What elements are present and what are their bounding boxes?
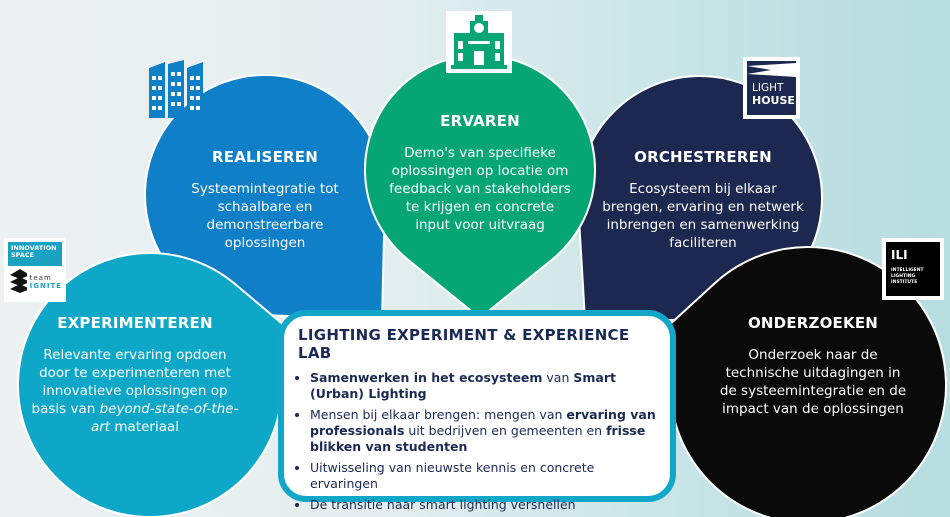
drop-realiseren: REALISEREN Systeemintegratie tot schaalb…: [165, 148, 365, 252]
lab-item: Samenwerken in het ecosysteem van Smart …: [310, 370, 658, 402]
ili-logo: ILI INTELLIGENT LIGHTING INSTITUTE: [882, 238, 944, 300]
drop-experimenteren: EXPERIMENTEREN Relevante ervaring opdoen…: [30, 314, 240, 436]
drop-shape-onderzoeken: [653, 246, 947, 517]
lab-item-text: Uitwisseling van nieuwste kennis en conc…: [310, 460, 595, 491]
lighthouse-line1: LIGHT: [752, 82, 784, 94]
drop-ervaren: ERVAREN Demo's van specifieke oplossinge…: [388, 112, 572, 234]
realiseren-title: REALISEREN: [212, 148, 318, 166]
drop-orchestreren: ORCHESTREREN Ecosysteem bij elkaar breng…: [598, 148, 808, 252]
ili-line2: LIGHTING: [891, 274, 916, 279]
lighthouse-beam-icon: [747, 63, 796, 77]
innovation-line2: SPACE: [11, 251, 35, 259]
lab-item-text: Mensen bij elkaar brengen: mengen van: [310, 407, 567, 422]
drop-shape-experimenteren: [17, 252, 294, 517]
onderzoeken-text: Onderzoek naar de technische uitdagingen…: [719, 347, 907, 417]
experimenteren-text: Relevante ervaring opdoen door te experi…: [30, 346, 240, 436]
team-text: team: [29, 274, 52, 282]
lab-item: De transitie naar smart lighting versnel…: [310, 497, 658, 513]
experimenteren-text-em: beyond-state-of-the-art: [90, 401, 239, 435]
ignite-text: IGNITE: [29, 282, 62, 290]
lab-item: Mensen bij elkaar brengen: mengen van er…: [310, 407, 658, 455]
lab-item-bold: Samenwerken in het ecosysteem: [310, 370, 543, 385]
lab-item-bold: ervaring van professionals: [310, 407, 656, 438]
ili-line1: INTELLIGENT: [891, 268, 924, 273]
ervaren-text: Demo's van specifieke oplossingen op loc…: [389, 145, 571, 233]
ili-line3: INSTITUTE: [891, 280, 918, 285]
lab-item-text: De transitie naar smart lighting versnel…: [310, 497, 576, 512]
innovation-space-logo: INNOVATION SPACE team IGNITE: [4, 238, 66, 302]
drop-onderzoeken: ONDERZOEKEN Onderzoek naar de technische…: [718, 314, 908, 418]
ervaren-title: ERVAREN: [440, 112, 520, 130]
orchestreren-title: ORCHESTREREN: [634, 148, 772, 166]
lighthouse-line2: HOUSE: [752, 94, 795, 107]
city-hall-icon: [446, 11, 512, 73]
onderzoeken-title: ONDERZOEKEN: [747, 314, 879, 332]
lab-title: LIGHTING EXPERIMENT & EXPERIENCE LAB: [298, 326, 630, 362]
lab-item-bold: frisse blikken van studenten: [310, 423, 646, 454]
experimenteren-text-1: Relevante ervaring opdoen door te experi…: [31, 347, 231, 417]
lab-list: Samenwerken in het ecosysteem van Smart …: [298, 370, 658, 513]
experimenteren-text-2: materiaal: [110, 419, 180, 435]
lab-item: Uitwisseling van nieuwste kennis en conc…: [310, 460, 658, 492]
lab-item-text: van: [542, 370, 574, 385]
innovation-line1: INNOVATION: [11, 244, 57, 252]
lighthouse-logo: LIGHT HOUSE: [743, 57, 800, 119]
realiseren-text: Systeemintegratie tot schaalbare en demo…: [191, 181, 339, 251]
lab-item-text: uit bedrijven en gemeenten en: [404, 423, 607, 438]
experimenteren-title: EXPERIMENTEREN: [57, 314, 213, 332]
orchestreren-text: Ecosysteem bij elkaar brengen, ervaring …: [602, 181, 804, 251]
lab-box: LIGHTING EXPERIMENT & EXPERIENCE LAB Sam…: [278, 310, 676, 512]
ili-title: ILI: [891, 248, 908, 262]
lab-item-bold: Smart (Urban) Lighting: [310, 370, 616, 401]
team-ignite-icon: [10, 269, 27, 293]
office-buildings-icon: [149, 60, 203, 118]
